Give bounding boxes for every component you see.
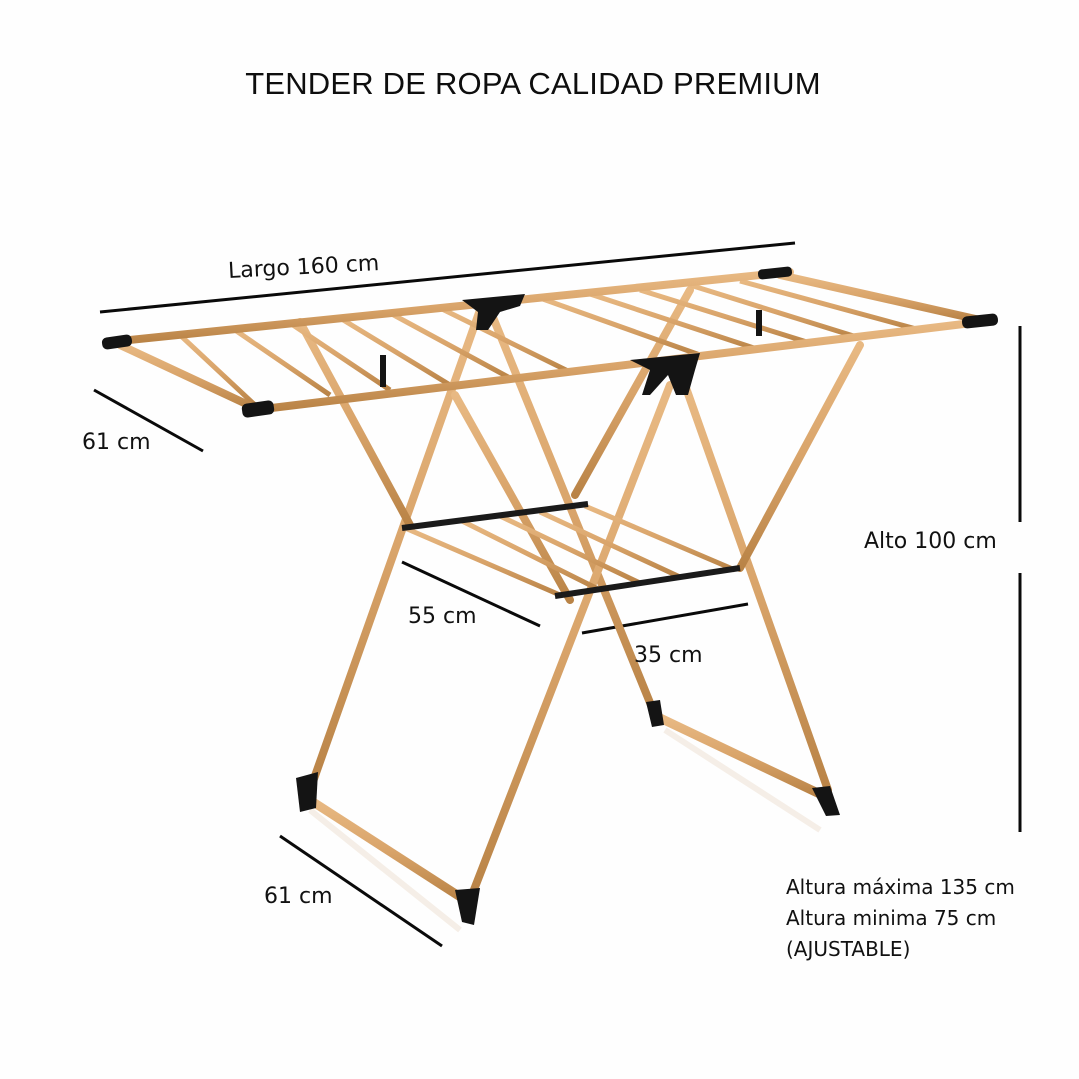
shelf-depth-dimension-line — [581, 602, 749, 635]
shelf-width-dimension-line — [401, 560, 541, 628]
shelf-width-label: 55 cm — [408, 604, 477, 629]
length-dimension-line — [99, 241, 796, 314]
height-notes: Altura máxima 135 cm Altura minima 75 cm… — [786, 872, 1015, 965]
base-width-dimension-line — [279, 834, 443, 948]
dimension-lines — [93, 241, 1022, 948]
max-height-note: Altura máxima 135 cm — [786, 875, 1015, 899]
top-width-label: 61 cm — [82, 430, 151, 455]
lower-shelf — [401, 501, 741, 599]
top-rack — [101, 266, 999, 925]
min-height-note: Altura minima 75 cm — [786, 906, 997, 930]
joints — [101, 266, 999, 925]
page-title: TENDER DE ROPA CALIDAD PREMIUM — [245, 66, 821, 101]
height-label: Alto 100 cm — [864, 529, 997, 554]
base-width-label: 61 cm — [264, 884, 333, 909]
top-width-dimension-line — [93, 388, 204, 453]
adjustable-note: (AJUSTABLE) — [786, 937, 911, 961]
shelf-depth-label: 35 cm — [634, 643, 703, 668]
